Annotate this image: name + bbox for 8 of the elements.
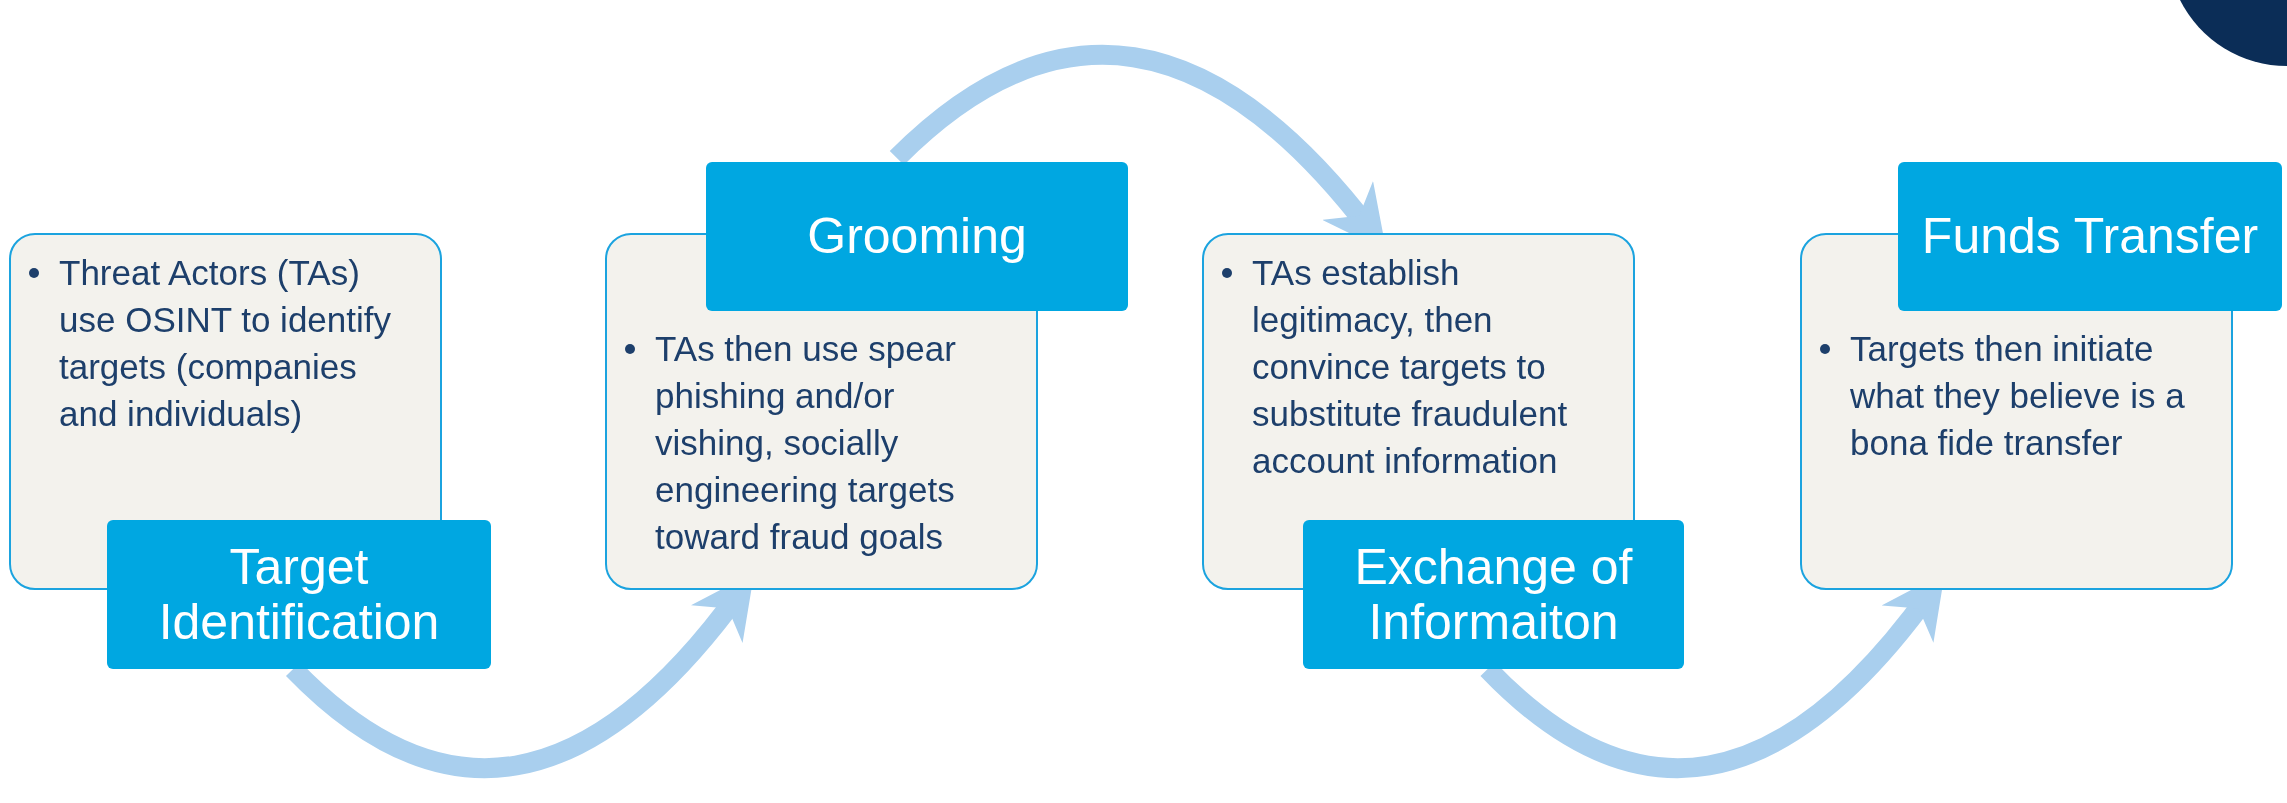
step-title: Funds Transfer <box>1898 162 2282 311</box>
bullet-text: Targets then initiate what they believe is a bona fide transfer <box>1850 329 2185 462</box>
bullet-text: Threat Actors (TAs) use OSINT to identify targets (companies and individuals) <box>59 253 391 433</box>
step-title: Target Identification <box>107 520 491 669</box>
bullet-text: TAs then use spear phishing and/or vishing, socially engineering targets toward fraud goals <box>655 329 956 556</box>
step-title: Exchange of Informaiton <box>1303 520 1684 669</box>
step-title: Grooming <box>706 162 1128 311</box>
bullet-text: TAs establish legitimacy, then convince targets to substitute fraudulent account information <box>1252 253 1568 480</box>
